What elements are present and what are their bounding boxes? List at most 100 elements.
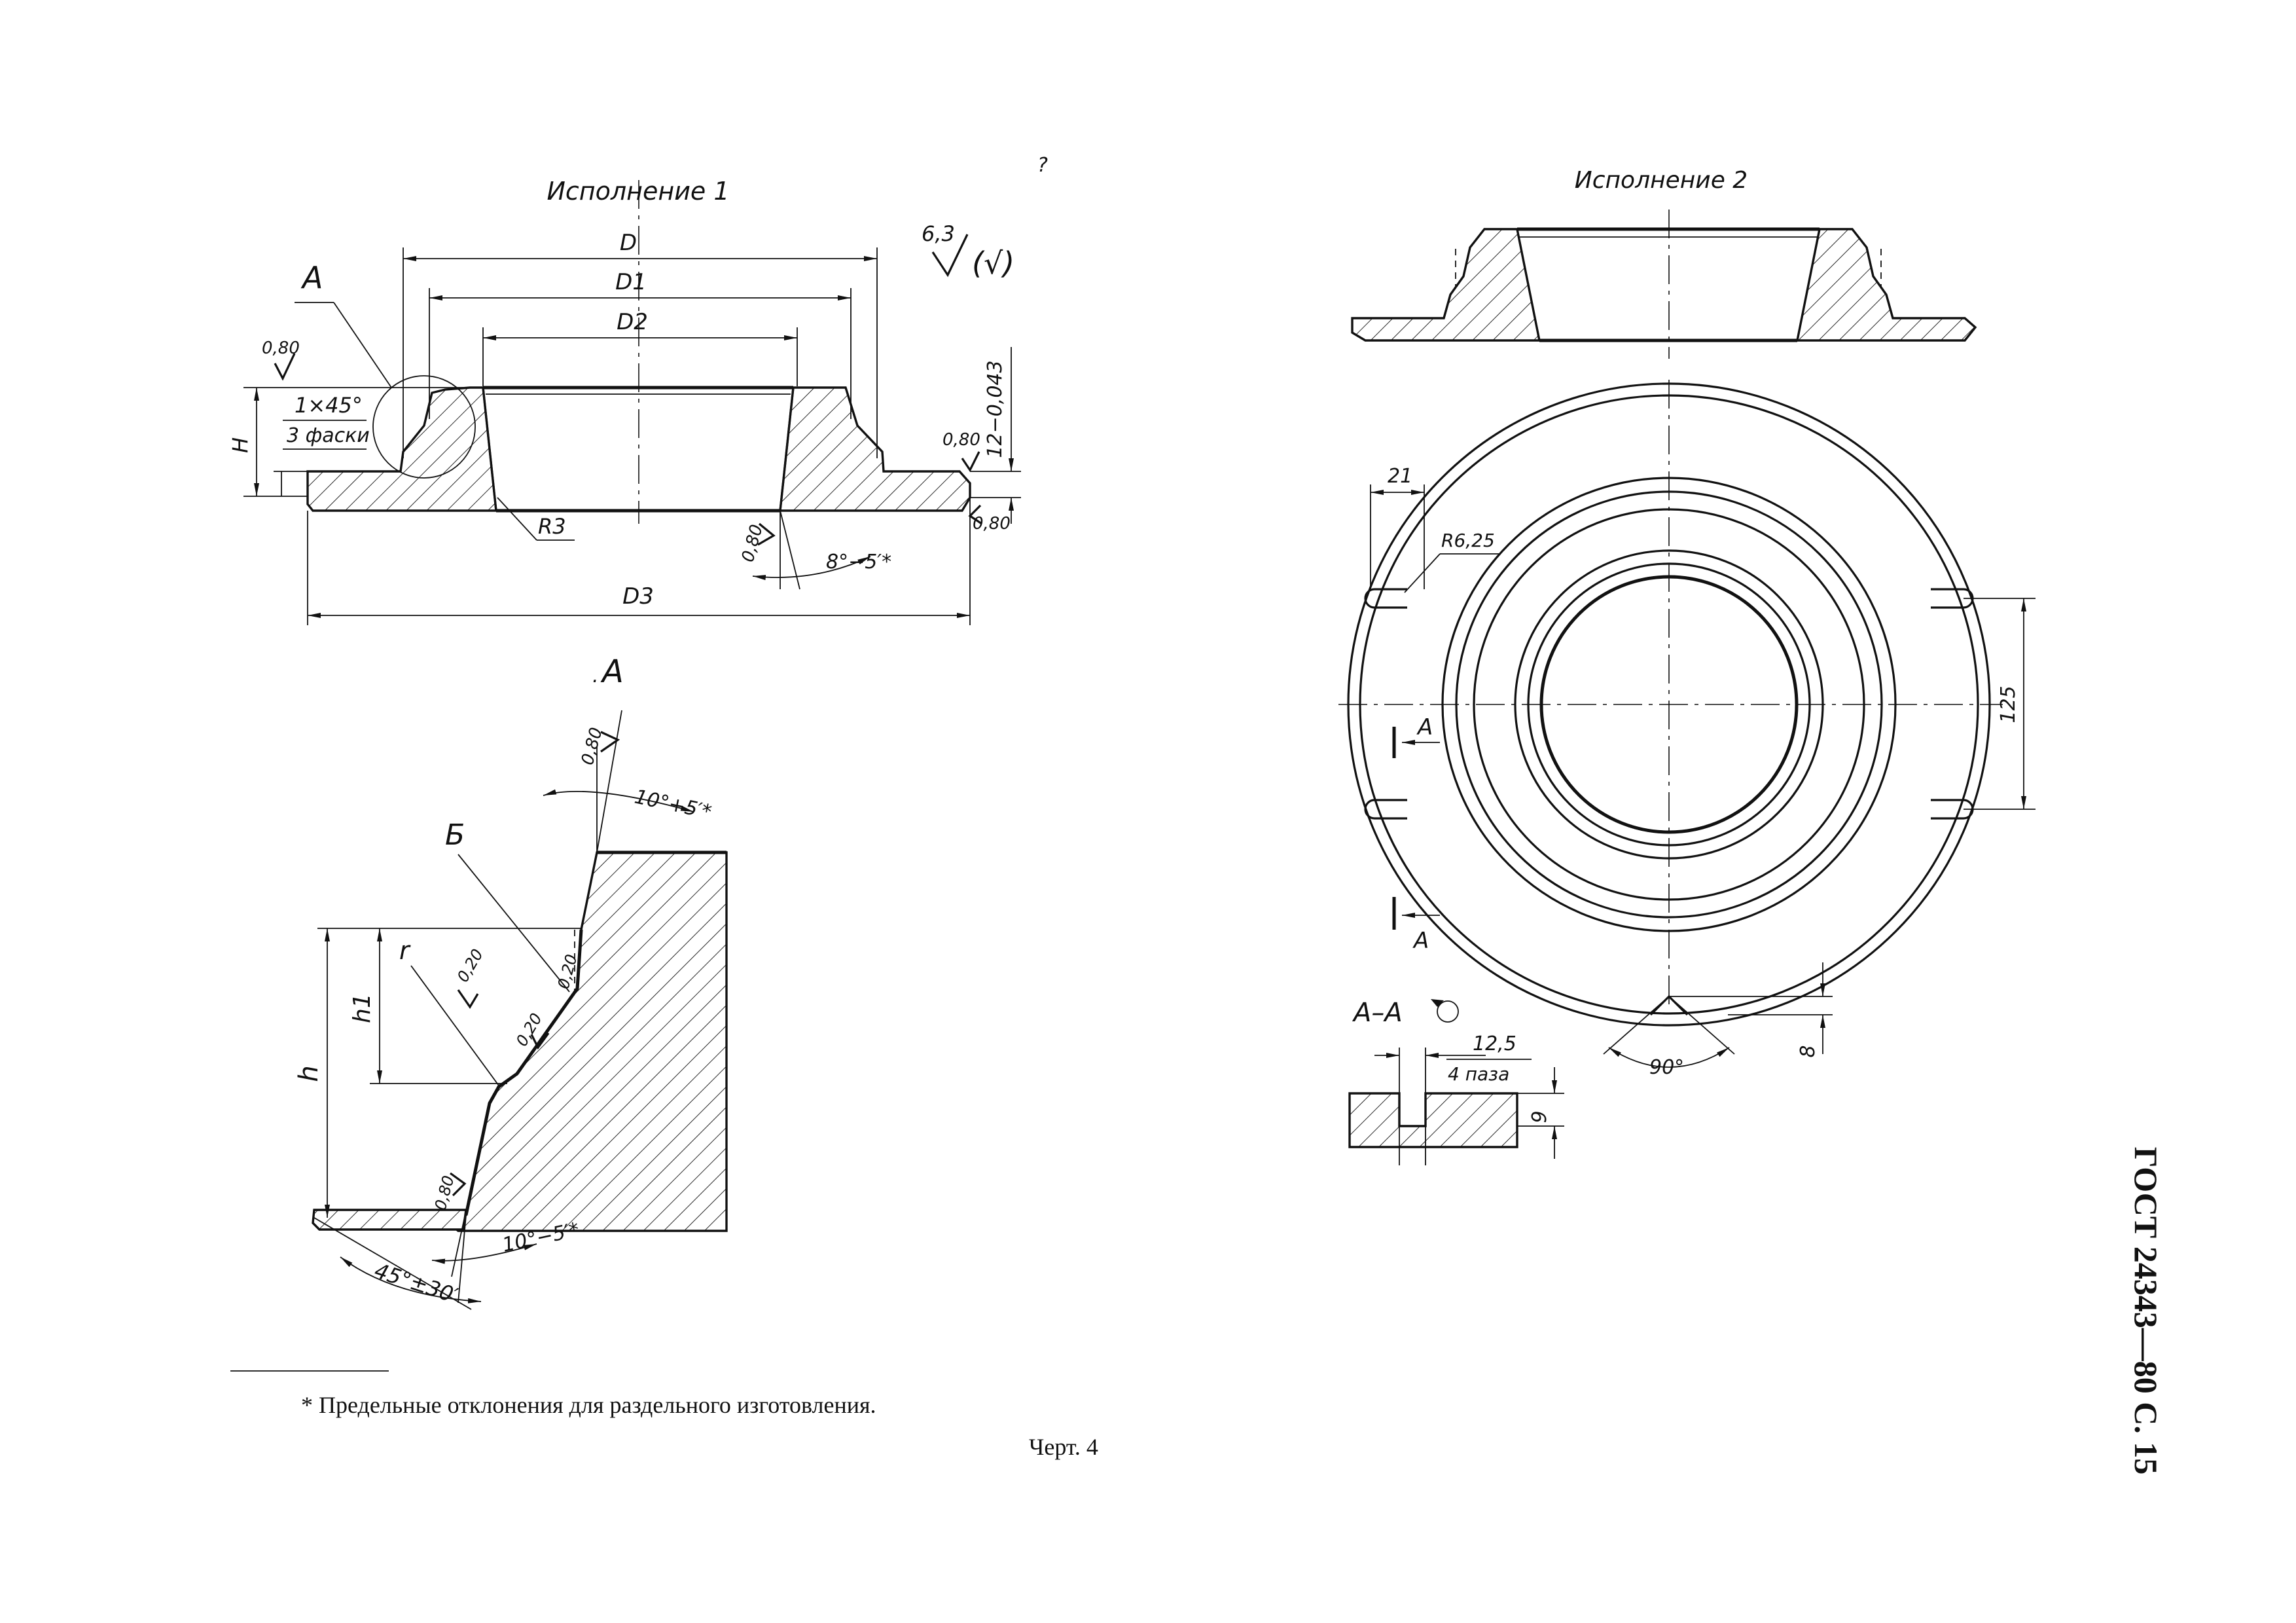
view-2-profile-right [1795, 228, 1977, 342]
section-mark-top-label: A [1416, 714, 1433, 740]
view-1-section-right [779, 386, 971, 512]
section-mark-top: A [1392, 714, 1440, 758]
angle-top-arc [543, 789, 694, 812]
view-2: Исполнение 2 [1338, 167, 2036, 1079]
section-aa-depth: 9 [1528, 1110, 1551, 1123]
label-b: Б [445, 818, 465, 852]
dim-h-label: H [228, 437, 253, 453]
detail-roughness-low-val: 0,80 [431, 1174, 458, 1213]
plan-circle-bore [1539, 575, 1799, 834]
detail-roughness-mid2: 0,20 [454, 946, 487, 1009]
plan-circle-ring-2 [1455, 490, 1883, 919]
roughness-mark-2: 0,80 [942, 430, 980, 473]
view-2-title: Исполнение 2 [1575, 167, 1748, 194]
detail-a-ref: A [300, 260, 323, 295]
dim-d2-label: D2 [617, 309, 648, 335]
detail-roughness-low: 0,80 [431, 1172, 467, 1213]
v-notch-arc [1608, 1047, 1730, 1068]
plan-circle-ring-5 [1527, 562, 1811, 847]
detail-roughness-top-check [600, 731, 620, 753]
view-1-title: Исполнение 1 [547, 177, 729, 206]
angle8-arc [752, 556, 871, 581]
roughness-r2: 0,80 [942, 430, 980, 450]
dim-d3-label: D3 [622, 583, 654, 610]
view-1-bore [483, 386, 793, 513]
detail-section [448, 851, 728, 1232]
roughness-mark-1: 0,80 [262, 338, 300, 381]
stray-mark: ? [1037, 154, 1048, 177]
view-1-bore-right-edge [779, 387, 795, 511]
roughness-general-check [931, 234, 969, 278]
section-aa-count: 4 паза [1448, 1063, 1509, 1085]
detail-a-leader-slant [333, 302, 392, 388]
plan-circle-ring-4 [1514, 549, 1824, 860]
detail-title-dot: . [592, 665, 599, 687]
dim-d-label: D [620, 230, 637, 256]
figure-caption: Черт. 4 [1029, 1434, 1098, 1460]
angle-top-line-a [596, 710, 622, 853]
detail-base-strip [312, 1209, 467, 1231]
v-notch-line-a [1603, 996, 1670, 1055]
roughness-general-value: 6,3 [922, 221, 955, 246]
detail-roughness-low-check [450, 1172, 467, 1197]
dim-d1-label: D1 [615, 269, 647, 295]
dim-h-big-label: h [294, 1065, 324, 1082]
angle-bevel-arc [340, 1256, 482, 1304]
plan-circle-ring-1 [1441, 477, 1897, 932]
chamfer-note: 3 фаски [287, 424, 370, 447]
slot-top-left [1364, 588, 1407, 609]
section-aa-width: 12,5 [1473, 1032, 1516, 1055]
view-1: Исполнение 1 A D D1 D2 [228, 154, 1048, 625]
detail-roughness-mid2-check [457, 989, 479, 1009]
detail-roughness-mid2-val: 0,20 [454, 946, 487, 985]
v-notch-line-b [1668, 996, 1735, 1055]
slot-bottom-left [1364, 799, 1407, 820]
r625-leader [1404, 553, 1441, 593]
plan-circle-ring-3 [1473, 508, 1865, 901]
roughness-r4: 0,80 [738, 522, 767, 564]
view-2-profile-left [1351, 228, 1541, 342]
angle8-label: 8°−5′* [826, 551, 891, 574]
roughness-r1-check [274, 353, 296, 381]
roughness-mark-4: 0,80 [738, 522, 776, 564]
view-1-bore-left-edge [482, 387, 497, 511]
label-r-leader [410, 965, 499, 1086]
dim-h1-label: h1 [349, 993, 376, 1023]
section-aa-body [1348, 1092, 1518, 1148]
detail-title: A [600, 653, 624, 690]
roughness-general-bracket: (√) [972, 246, 1014, 281]
roughness-mark-3: 0,80 [968, 504, 1011, 534]
dim-125-label: 125 [1997, 685, 2020, 723]
section-aa: A–A 12,5 4 паза 9 [1348, 998, 1564, 1165]
section-aa-rotate-arrow [1431, 999, 1444, 1007]
gost-header: ГОСТ 24343—80 С. 15 [2128, 1147, 2164, 1475]
section-aa-title: A–A [1352, 998, 1403, 1028]
plan-circle-outer [1347, 382, 1991, 1027]
detail-view-a: A . h h1 Б r 10°+5′* 10°−5′* [294, 653, 728, 1310]
angle-top-label: 10°+5′* [632, 786, 713, 824]
label-b-leader [457, 854, 570, 993]
detail-roughness-top: 0,80 [578, 725, 620, 767]
r3-leader [497, 497, 537, 541]
section-aa-rotate-icon [1437, 1000, 1459, 1023]
section-mark-bottom: A [1392, 897, 1440, 954]
roughness-r4-check [757, 522, 776, 546]
angle-bevel-label: 45°±30′ [372, 1258, 462, 1308]
label-r: r [399, 936, 411, 965]
chamfer-label: 1×45° [295, 393, 363, 418]
r3-label: R3 [538, 514, 566, 539]
plan-circle-outer-2 [1359, 394, 1979, 1015]
angle-bevel-line [314, 1217, 472, 1310]
detail-a-circle [372, 375, 476, 479]
roughness-r3: 0,80 [973, 514, 1011, 534]
section-mark-bottom-label: A [1412, 928, 1429, 954]
v-notch-angle: 90° [1649, 1056, 1684, 1079]
dim-21-label: 21 [1388, 465, 1412, 488]
dim-8-label: 8 [1797, 1045, 1820, 1057]
roughness-r2-check [961, 451, 980, 473]
footnote-text: * Предельные отклонения для раздельного … [301, 1392, 876, 1418]
r625-label: R6,25 [1441, 530, 1495, 551]
roughness-r3-check [968, 504, 982, 525]
detail-roughness-mid3-check [530, 1032, 550, 1050]
